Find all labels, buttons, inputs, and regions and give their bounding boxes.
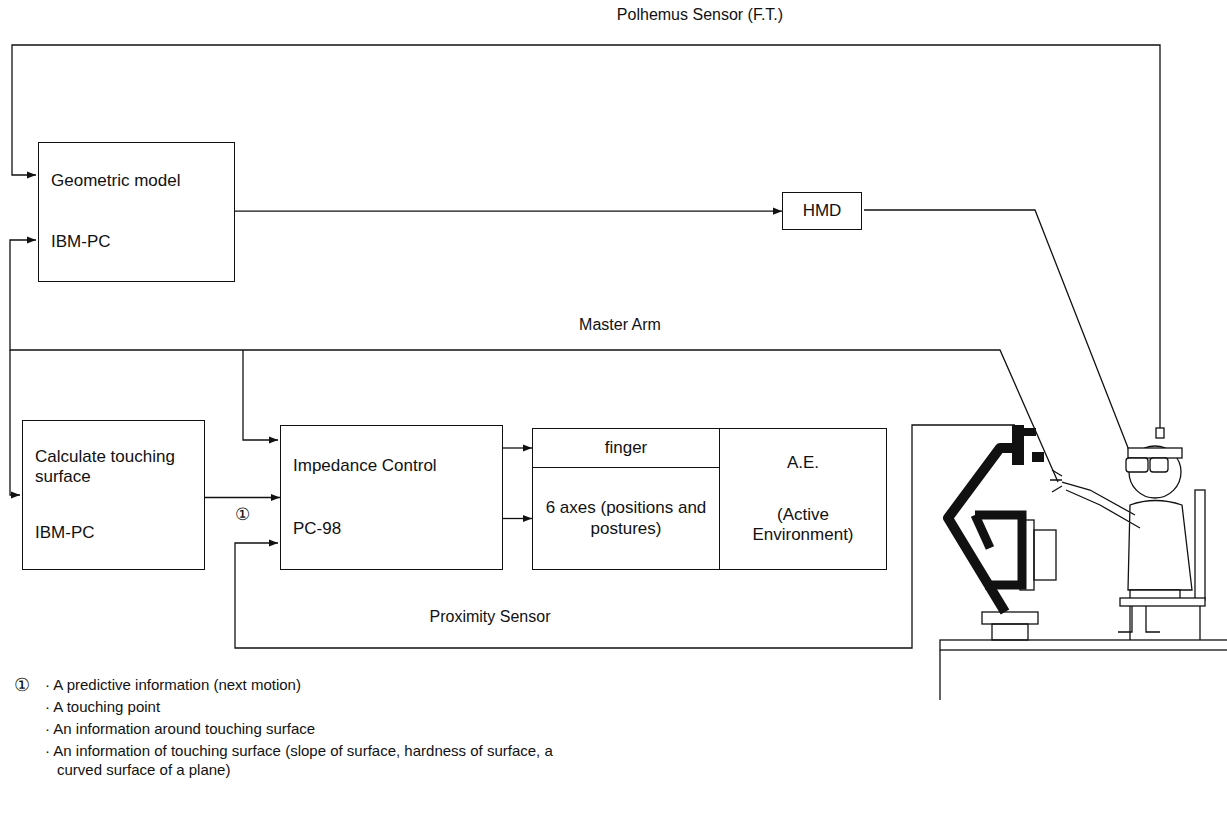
connector-arrow	[503, 447, 532, 448]
connector-arrow	[235, 211, 782, 212]
model-box: Geometric modelIBM-PC	[38, 142, 235, 282]
table	[940, 640, 1227, 700]
signal-label: Master Arm	[579, 315, 661, 335]
environment-cell: A.E. (Active Environment)	[719, 428, 887, 570]
node-text: 6 axes (positions and postures)	[545, 498, 707, 539]
controller-box: Impedance ControlPC-98	[280, 425, 503, 570]
master-arm-branch	[243, 350, 278, 440]
actuator-cell: finger	[532, 428, 720, 468]
note-item: · A touching point	[45, 698, 597, 717]
node-text: IBM-PC	[51, 232, 222, 252]
sensor-label: Polhemus Sensor (F.T.)	[617, 5, 783, 25]
node-text: Impedance Control	[293, 456, 490, 476]
callout-number: ①	[234, 506, 251, 523]
node-text: A.E.	[732, 453, 874, 473]
operator-figure	[1050, 428, 1205, 640]
proximity-line	[235, 425, 1015, 648]
actuator-cell: 6 axes (positions and postures)	[532, 467, 720, 570]
note-item: · An information of touching surface (sl…	[45, 742, 597, 780]
connector-arrow	[503, 518, 532, 519]
node-text: HMD	[795, 201, 849, 221]
note-item: · An information around touching surface	[45, 720, 597, 739]
connector-arrow	[205, 497, 280, 498]
robot-arm	[948, 425, 1056, 640]
node-text: Calculate touching surface	[35, 447, 192, 488]
node-text: finger	[545, 438, 707, 458]
node-text: Geometric model	[51, 171, 222, 191]
process-box: Calculate touching surfaceIBM-PC	[22, 420, 205, 570]
callout-number: ①	[14, 674, 30, 697]
note-item: · A predictive information (next motion)	[45, 676, 597, 695]
sensor-label: Proximity Sensor	[430, 607, 551, 627]
hmd-view-line	[864, 210, 1132, 458]
node-text: IBM-PC	[35, 523, 192, 543]
display-box: HMD	[782, 192, 862, 230]
polhemus-line	[12, 45, 1160, 428]
node-text: (Active Environment)	[732, 505, 874, 546]
node-text: PC-98	[293, 519, 490, 539]
master-arm-branch	[10, 350, 20, 495]
